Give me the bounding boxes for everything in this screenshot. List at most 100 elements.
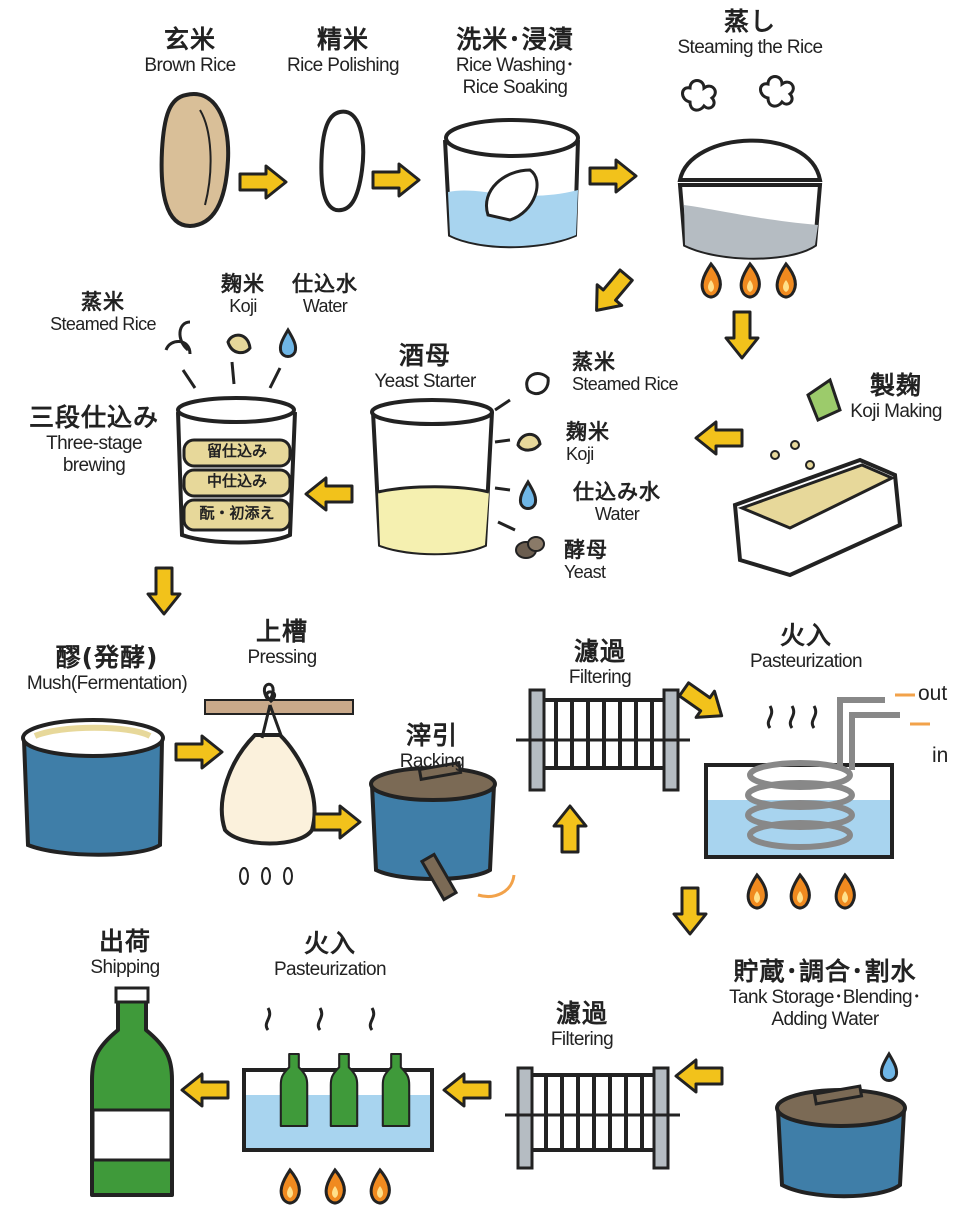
racking-en: Racking — [399, 750, 465, 772]
soaking-tub — [443, 118, 580, 249]
arrow-icon — [694, 420, 744, 456]
koji-making-label: 製麹 Koji Making — [836, 371, 956, 423]
filtering2-en: Filtering — [550, 1028, 614, 1050]
koji-making-en: Koji Making — [850, 400, 942, 422]
fermentation-tank — [21, 718, 165, 857]
ys-ingredient-yeast: 酵母 Yeast — [564, 538, 634, 583]
brown-rice-grain — [159, 92, 231, 229]
storage-en2: Adding Water — [771, 1008, 879, 1030]
steaming-jp: 蒸し — [723, 7, 776, 36]
ys-ingredient-en: Koji — [566, 444, 594, 465]
arrow-icon — [312, 804, 362, 840]
ys-ingredient-jp: 蒸米 — [572, 350, 616, 374]
filtering1-label: 濾過 Filtering — [540, 637, 660, 689]
pasteurizer — [704, 693, 930, 910]
tank-layer-top: 留仕込み — [206, 442, 267, 460]
three-stage-tank — [164, 320, 298, 545]
pasteurization2-en: Pasteurization — [273, 958, 387, 980]
shipping-jp: 出荷 — [98, 927, 151, 956]
bottle-pasteurizer — [242, 1007, 434, 1205]
arrow-icon — [304, 476, 354, 512]
three-stage-en1: Three-stage — [46, 432, 142, 454]
ys-ingredient-en: Yeast — [564, 562, 606, 583]
ys-ingredient-jp: 仕込み水 — [573, 480, 661, 504]
racking-jp: 滓引 — [405, 721, 458, 750]
polishing-jp: 精米 — [316, 25, 369, 54]
pressing-jp: 上槽 — [255, 617, 308, 646]
washing-en2: Rice Soaking — [462, 76, 568, 98]
arrow-icon — [180, 1072, 230, 1108]
ys-ingredient-steamed-rice: 蒸米 Steamed Rice — [572, 350, 706, 395]
polishing-label: 精米 Rice Polishing — [268, 25, 418, 77]
ys-ingredient-water: 仕込み水 Water — [562, 480, 672, 525]
coil-out-label: out — [918, 682, 948, 705]
arrow-icon — [371, 162, 421, 198]
pasteurization2-label: 火入 Pasteurization — [240, 929, 420, 981]
filtering1-jp: 濾過 — [573, 637, 626, 666]
filtering2-label: 濾過 Filtering — [522, 999, 642, 1051]
sake-bottle — [90, 986, 174, 1197]
shipping-label: 出荷 Shipping — [70, 927, 180, 979]
ts-ingredient-en: Koji — [229, 296, 257, 317]
mush-label: 醪(発酵) Mush(Fermentation) — [2, 643, 212, 695]
arrow-icon — [552, 804, 588, 854]
coil-in-label: in — [932, 744, 949, 767]
yeast-starter-jp: 酒母 — [398, 341, 451, 370]
ts-ingredient-jp: 蒸米 — [81, 290, 125, 314]
yeast-starter-glass — [370, 372, 550, 559]
storage-label: 貯蔵･調合･割水 Tank Storage･Blending･ Adding W… — [694, 957, 956, 1030]
pressing-label: 上槽 Pressing — [222, 617, 342, 669]
filter-press — [516, 688, 690, 792]
brown-rice-jp: 玄米 — [163, 25, 216, 54]
steamer-pot — [677, 75, 823, 299]
yeast-starter-label: 酒母 Yeast Starter — [350, 341, 500, 393]
storage-en1: Tank Storage･Blending･ — [729, 986, 921, 1008]
racking-tank — [369, 760, 516, 902]
storage-jp: 貯蔵･調合･割水 — [733, 957, 917, 986]
arrow-icon — [672, 886, 708, 936]
arrow-icon — [588, 158, 638, 194]
ys-ingredient-en: Steamed Rice — [572, 374, 678, 395]
arrow-icon — [582, 263, 640, 323]
tank-layer-bottom: 酛・初添え — [199, 504, 275, 522]
ts-ingredient-en: Water — [302, 296, 348, 317]
filter-press-2 — [505, 1066, 680, 1170]
ys-ingredient-koji: 麹米 Koji — [566, 420, 646, 465]
brown-rice-label: 玄米 Brown Rice — [130, 25, 250, 77]
washing-label: 洗米･浸漬 Rice Washing･ Rice Soaking — [440, 25, 590, 98]
three-stage-en2: brewing — [62, 454, 126, 476]
brown-rice-en: Brown Rice — [144, 54, 236, 76]
koji-making-jp: 製麹 — [869, 371, 922, 400]
ys-ingredient-en: Water — [594, 504, 640, 525]
pasteurization1-label: 火入 Pasteurization — [716, 621, 896, 673]
arrow-icon — [724, 310, 760, 360]
filtering1-en: Filtering — [568, 666, 632, 688]
storage-tank — [775, 1052, 907, 1199]
arrow-icon — [673, 674, 733, 731]
ys-ingredient-jp: 麹米 — [566, 420, 610, 444]
washing-jp: 洗米･浸漬 — [456, 25, 574, 54]
mush-jp: 醪(発酵) — [55, 643, 159, 672]
arrow-icon — [674, 1058, 724, 1094]
arrow-icon — [238, 164, 288, 200]
ts-ingredient-steamed-rice: 蒸米 Steamed Rice — [38, 290, 168, 335]
polishing-en: Rice Polishing — [287, 54, 400, 76]
tank-layer-middle: 中仕込み — [206, 472, 267, 490]
ys-ingredient-jp: 酵母 — [564, 538, 608, 562]
yeast-starter-en: Yeast Starter — [374, 370, 476, 392]
arrow-icon — [146, 566, 182, 616]
ts-ingredient-koji: 麹米 Koji — [208, 272, 278, 317]
ts-ingredient-jp: 仕込水 — [292, 272, 358, 296]
three-stage-label: 三段仕込み Three-stage brewing — [8, 403, 180, 476]
pressing-en: Pressing — [247, 646, 317, 668]
mush-en: Mush(Fermentation) — [26, 672, 188, 694]
arrow-icon — [174, 734, 224, 770]
racking-label: 滓引 Racking — [372, 721, 492, 773]
three-stage-jp: 三段仕込み — [28, 403, 159, 432]
pasteurization1-en: Pasteurization — [749, 650, 863, 672]
steaming-label: 蒸し Steaming the Rice — [650, 7, 850, 59]
pasteurization2-jp: 火入 — [303, 929, 356, 958]
pressing-bag — [204, 682, 354, 885]
pasteurization1-jp: 火入 — [779, 621, 832, 650]
